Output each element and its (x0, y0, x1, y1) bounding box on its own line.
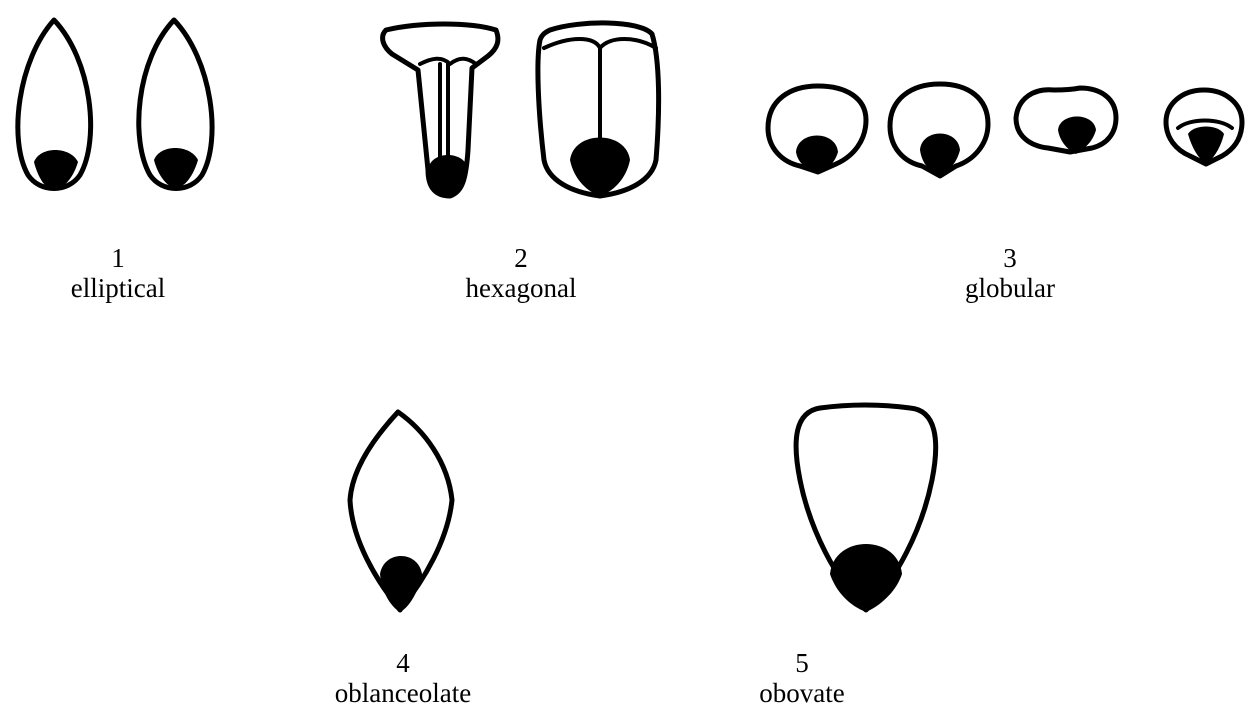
elliptical-seed-right (139, 20, 212, 189)
hexagonal-seed-right (538, 23, 659, 196)
caption-label: obovate (692, 678, 912, 708)
caption-oblanceolate: 4 oblanceolate (293, 648, 513, 708)
caption-label: elliptical (8, 273, 228, 303)
caption-number: 1 (8, 243, 228, 273)
caption-label: hexagonal (411, 273, 631, 303)
elliptical-seed-group (18, 20, 212, 190)
hexagonal-seed-group (383, 23, 659, 198)
caption-globular: 3 globular (900, 243, 1120, 303)
caption-label: oblanceolate (293, 678, 513, 708)
elliptical-seed-left (18, 20, 91, 190)
caption-number: 2 (411, 243, 631, 273)
caption-number: 4 (293, 648, 513, 678)
globular-seed-4 (1166, 90, 1242, 164)
caption-hexagonal: 2 hexagonal (411, 243, 631, 303)
globular-seed-1 (768, 86, 866, 174)
caption-number: 3 (900, 243, 1120, 273)
oblanceolate-seed (350, 412, 452, 612)
globular-seed-2 (890, 84, 988, 176)
obovate-seed (796, 405, 936, 612)
caption-number: 5 (692, 648, 912, 678)
caption-label: globular (900, 273, 1120, 303)
caption-elliptical: 1 elliptical (8, 243, 228, 303)
globular-seed-group (768, 84, 1242, 176)
hexagonal-seed-left (383, 24, 498, 198)
globular-seed-3 (1016, 88, 1116, 154)
caption-obovate: 5 obovate (692, 648, 912, 708)
